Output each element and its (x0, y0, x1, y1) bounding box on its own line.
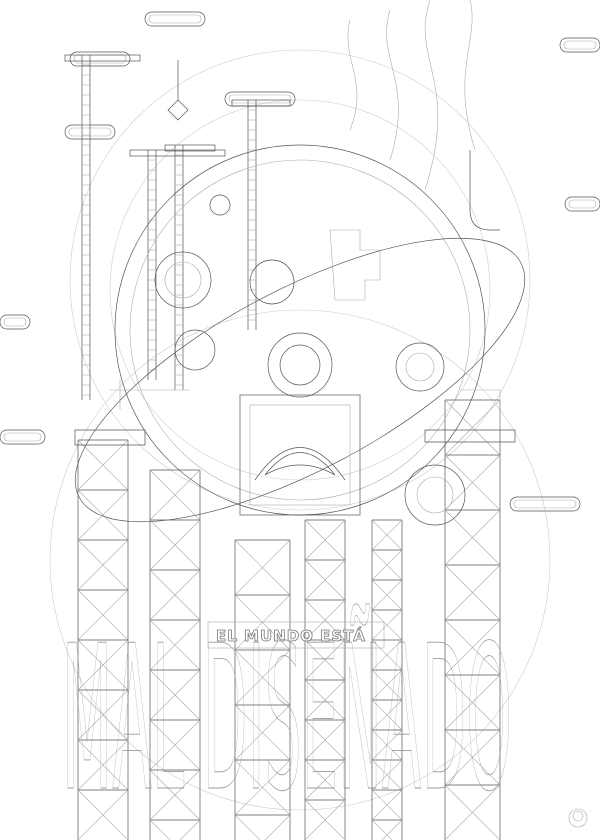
tower-brace (234, 759, 291, 816)
tower-brace (371, 519, 403, 551)
tower-brace (371, 669, 403, 701)
globe-machine (74, 0, 526, 526)
tower-brace (149, 769, 201, 821)
cloud-pill (0, 429, 46, 445)
tower-brace (304, 519, 346, 561)
tower-brace (264, 814, 291, 840)
tower-brace (149, 819, 171, 840)
tower-brace (234, 594, 291, 651)
tower-brace (77, 639, 129, 691)
lattice-towers (77, 399, 501, 840)
cloud-pill (0, 314, 31, 330)
tower-brace (444, 784, 501, 840)
tower-brace (77, 689, 129, 741)
tower-brace (234, 649, 291, 706)
tower-brace (77, 739, 129, 791)
cloud-pill-inner (3, 317, 27, 327)
cloud-pill (509, 496, 581, 512)
tower-brace (381, 819, 403, 840)
tower-brace (371, 639, 403, 671)
cloud-pill (559, 37, 600, 53)
cloud-pill (69, 51, 131, 67)
tower-brace (234, 814, 261, 840)
cloud-pill-inner (3, 432, 42, 442)
cloud-pill-inner (148, 14, 202, 24)
tower-brace (149, 569, 201, 621)
poster-text: EL MUNDO ESTÁ MAL DISEÑADO (62, 603, 513, 837)
pill-clouds (0, 11, 600, 512)
tower-brace (77, 589, 129, 641)
tower-brace (371, 729, 403, 761)
tower-brace (371, 699, 403, 731)
cranes (64, 54, 291, 400)
tower-brace (444, 619, 501, 676)
tower-brace (371, 609, 403, 641)
tower-brace (149, 519, 201, 571)
tower-brace (444, 454, 501, 511)
tower-brace (304, 559, 346, 601)
tower-brace (304, 799, 346, 840)
tower-brace (444, 509, 501, 566)
tower-brace (77, 789, 129, 840)
tower-brace (304, 719, 346, 761)
cloud-pill-inner (563, 40, 597, 50)
circular-badge-logo-icon (568, 808, 588, 828)
tower-brace (234, 539, 291, 596)
cloud-pill-inner (568, 199, 597, 209)
tower-brace (77, 489, 129, 541)
tower-brace (304, 599, 346, 641)
tower-brace (444, 399, 501, 456)
cloud-pill-inner (513, 499, 577, 509)
tower-brace (179, 819, 201, 840)
tower-brace (444, 564, 501, 621)
tower-brace (149, 469, 201, 521)
tower-brace (304, 679, 346, 721)
hanging-weight (167, 99, 189, 121)
cloud-pill-inner (228, 94, 292, 104)
tower-brace (77, 439, 129, 491)
tower-brace (77, 539, 129, 591)
tower-brace (234, 704, 291, 761)
tower-brace (371, 759, 403, 791)
tower-brace (444, 674, 501, 731)
crane-arm (164, 144, 216, 152)
tower-brace (304, 639, 346, 681)
tower-brace (149, 619, 201, 671)
cloud-pill (224, 91, 296, 107)
tower-brace (149, 719, 201, 771)
headline-text: EL MUNDO ESTÁ (216, 626, 366, 645)
tower-brace (371, 579, 403, 611)
tower-brace (149, 669, 201, 721)
title-text: MAL DISEÑADO (62, 603, 512, 836)
crane-arm (231, 99, 291, 107)
tower-brace (444, 729, 501, 786)
cloud-pill (144, 11, 206, 27)
crane-arm (129, 149, 226, 157)
crane-arm (64, 54, 141, 62)
tower-brace (371, 789, 403, 821)
tower-brace (371, 549, 403, 581)
tower-brace (304, 759, 346, 801)
cloud-pill (564, 196, 600, 212)
